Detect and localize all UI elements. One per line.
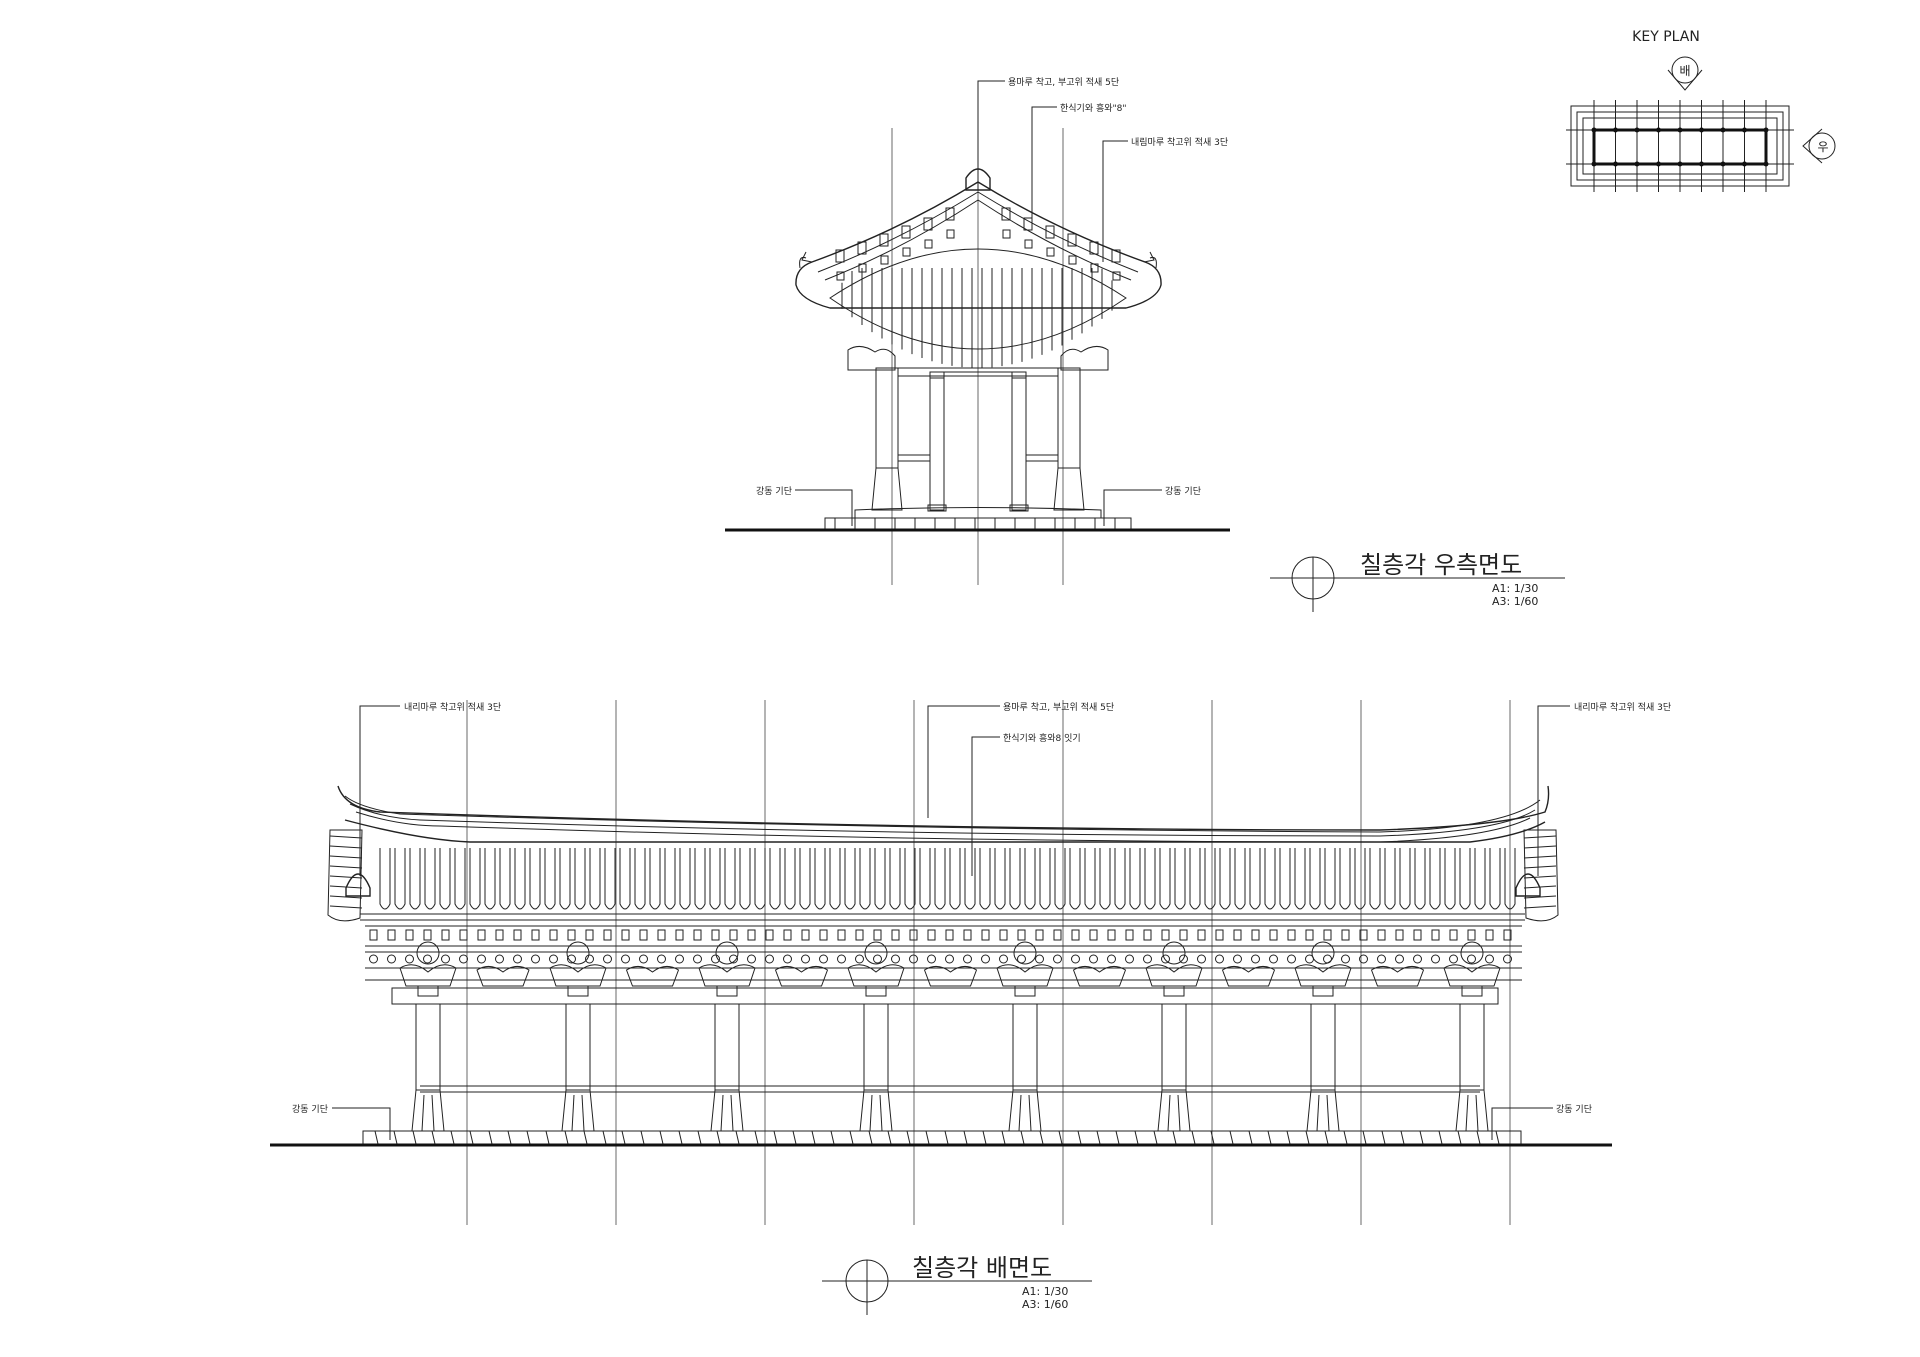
side-title: 칠층각 우측면도 [1360,551,1522,579]
rear-note-hip-right: 내리마루 착고위 적새 3단 [1574,701,1671,713]
rear-base-stones [374,1130,1500,1145]
rear-note-tile: 한식기와 흥와8 잇기 [1003,732,1081,744]
side-note-base-left: 강동 기단 [756,486,792,497]
side-note-ridge: 용마루 착고, 부고위 적새 5단 [1008,76,1119,88]
rear-roof-tiles [379,848,1516,910]
side-scale-a1: A1: 1/30 [1492,582,1538,595]
rear-title-block: 칠층각 배면도 A1: 1/30 A3: 1/60 [822,1254,1092,1315]
side-elevation: 용마루 착고, 부고위 적새 5단 한식기와 흥와"8" 내림마루 착고위 적새… [725,76,1565,612]
side-roof [795,160,1162,368]
side-base [725,507,1230,532]
rear-scale-a1: A1: 1/30 [1022,1285,1068,1298]
rear-leaders [332,705,1570,1140]
side-ornaments [835,207,1121,281]
key-plan-columns [1591,127,1769,167]
rear-note-ridge: 용마루 착고, 부고위 적새 5단 [1003,701,1114,713]
rear-roof [327,785,1559,981]
east-marker: 우 [1802,128,1836,164]
side-title-block: 칠층각 우측면도 A1: 1/30 A3: 1/60 [1270,551,1565,612]
rear-title: 칠층각 배면도 [912,1254,1052,1282]
rear-note-base-right: 강동 기단 [1556,1104,1592,1115]
side-note-hip: 내림마루 착고위 적새 3단 [1131,136,1228,148]
key-plan: KEY PLAN 배 우 [1566,29,1836,192]
rear-base [270,1130,1612,1147]
rear-posts [399,941,1501,1132]
side-note-base-right: 강동 기단 [1165,486,1201,497]
side-posts [871,367,1085,512]
rear-note-base-left: 강동 기단 [292,1104,328,1115]
key-plan-label: KEY PLAN [1632,29,1700,45]
gable-boards [841,268,1113,368]
side-base-stones [834,518,1116,530]
rear-note-hip-left: 내리마루 착고위 적새 3단 [404,701,501,713]
rear-scale-a3: A3: 1/60 [1022,1298,1068,1311]
east-marker-label: 우 [1817,140,1828,154]
north-marker-label: 배 [1679,64,1690,78]
side-note-tile: 한식기와 흥와"8" [1060,102,1127,114]
rear-elevation: 내리마루 착고위 적새 3단 용마루 착고, 부고위 적새 5단 한식기와 흥와… [270,700,1671,1315]
side-leaders [795,80,1162,526]
north-marker: 배 [1667,56,1703,91]
key-plan-grid [1566,100,1794,192]
rear-rafter-ends [369,929,1512,964]
rear-roof-ends [329,835,1557,909]
side-scale-a3: A3: 1/60 [1492,595,1538,608]
